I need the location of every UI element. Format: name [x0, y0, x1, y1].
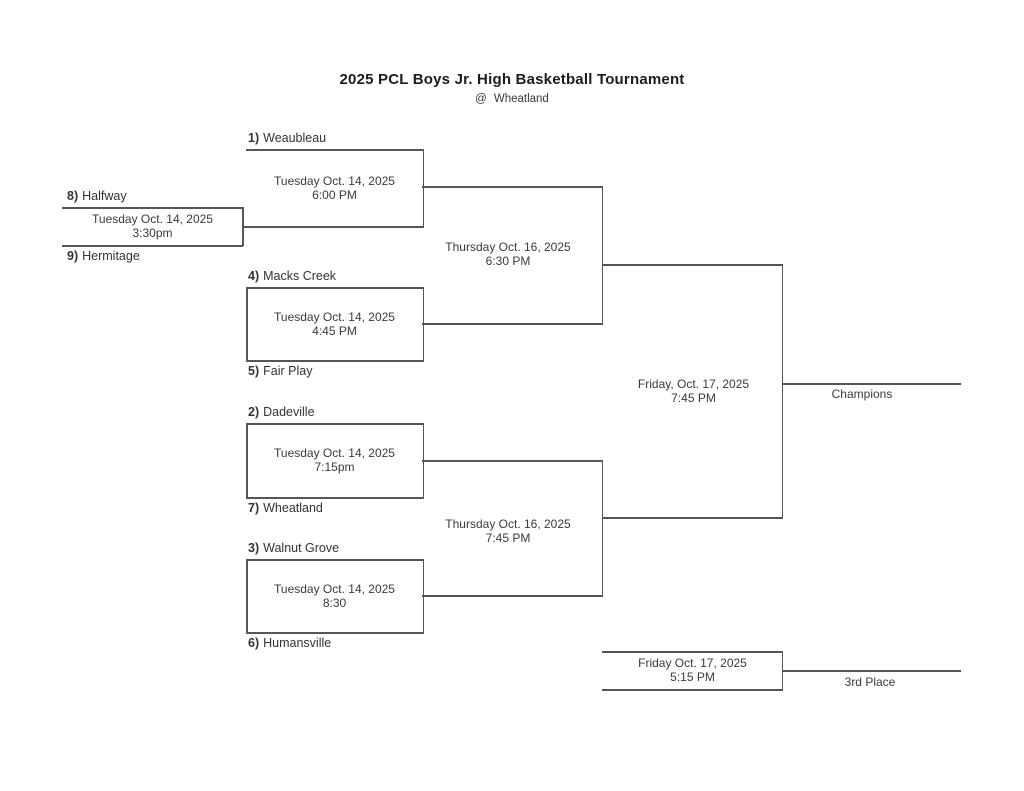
game-time: 6:00 PM — [312, 188, 357, 202]
team-label-fair-play: 5)Fair Play — [248, 364, 312, 379]
line-qf1-right-connector — [422, 149, 424, 227]
team-label-hermitage: 9)Hermitage — [67, 249, 140, 264]
game-third-schedule: Friday Oct. 17, 2025 5:15 PM — [602, 656, 783, 684]
team-seed: 3) — [248, 541, 260, 555]
team-seed: 8) — [67, 189, 79, 203]
page-title: 2025 PCL Boys Jr. High Basketball Tourna… — [339, 71, 685, 88]
team-seed: 9) — [67, 249, 79, 263]
line-qf4-left-connector — [246, 559, 248, 632]
team-seed: 2) — [248, 405, 260, 419]
line-playin-winner — [242, 226, 424, 228]
line-semi2-winner — [601, 517, 783, 519]
line-champion-winner — [781, 383, 961, 385]
line-qf4-top-slot — [246, 559, 424, 561]
game-time: 5:15 PM — [670, 670, 715, 684]
game-qf3-schedule: Tuesday Oct. 14, 2025 7:15pm — [246, 446, 423, 474]
game-time: 4:45 PM — [312, 324, 357, 338]
team-label-weaubleau: 1)Weaubleau — [248, 131, 326, 146]
line-qf2-bottom-slot — [246, 360, 424, 362]
line-third-winner — [781, 670, 961, 672]
line-qf3-top-slot — [246, 423, 424, 425]
line-playin-top-slot — [62, 207, 243, 209]
game-date: Friday, Oct. 17, 2025 — [637, 377, 750, 391]
game-qf1-schedule: Tuesday Oct. 14, 2025 6:00 PM — [246, 174, 423, 202]
game-date: Thursday Oct. 16, 2025 — [445, 240, 571, 254]
team-label-dadeville: 2)Dadeville — [248, 405, 315, 420]
game-time: 7:45 PM — [671, 391, 716, 405]
line-playin-bottom-slot — [62, 245, 243, 247]
game-date: Tuesday Oct. 14, 2025 — [274, 174, 395, 188]
team-name: Weaubleau — [263, 131, 327, 145]
team-seed: 7) — [248, 501, 260, 515]
line-qf4-winner — [422, 595, 603, 597]
line-qf2-top-slot — [246, 287, 424, 289]
at-symbol: @ — [475, 93, 487, 105]
team-name: Hermitage — [82, 249, 140, 263]
team-label-halfway: 8)Halfway — [67, 189, 127, 204]
game-time: 6:30 PM — [485, 254, 531, 268]
line-qf1-winner — [422, 186, 603, 188]
team-name: Fair Play — [263, 364, 313, 378]
game-time: 7:15pm — [314, 460, 355, 474]
team-label-walnut-grove: 3)Walnut Grove — [248, 541, 339, 556]
game-date: Friday Oct. 17, 2025 — [638, 656, 747, 670]
game-date: Tuesday Oct. 14, 2025 — [274, 446, 395, 460]
game-time: 8:30 — [322, 596, 347, 610]
team-label-macks-creek: 4)Macks Creek — [248, 269, 336, 284]
game-semi1-schedule: Thursday Oct. 16, 2025 6:30 PM — [420, 240, 596, 268]
line-qf3-bottom-slot — [246, 497, 424, 499]
game-date: Tuesday Oct. 14, 2025 — [92, 212, 213, 226]
team-name: Walnut Grove — [263, 541, 340, 555]
team-label-humansville: 6)Humansville — [248, 636, 331, 651]
game-time: 7:45 PM — [485, 531, 531, 545]
team-label-wheatland: 7)Wheatland — [248, 501, 323, 516]
team-seed: 5) — [248, 364, 260, 378]
team-name: Halfway — [82, 189, 127, 203]
line-third-top-slot — [602, 651, 783, 653]
line-qf1-top-slot — [246, 149, 424, 151]
line-qf4-bottom-slot — [246, 632, 424, 634]
game-playin-schedule: Tuesday Oct. 14, 2025 3:30pm — [62, 212, 243, 240]
game-semi2-schedule: Thursday Oct. 16, 2025 7:45 PM — [420, 517, 596, 545]
team-name: Wheatland — [263, 501, 323, 515]
game-time: 3:30pm — [132, 226, 173, 240]
line-third-bottom-slot — [602, 689, 783, 691]
team-seed: 4) — [248, 269, 260, 283]
team-name: Humansville — [263, 636, 332, 650]
team-seed: 1) — [248, 131, 260, 145]
game-date: Tuesday Oct. 14, 2025 — [274, 582, 395, 596]
line-final-connector — [781, 264, 783, 519]
line-qf3-left-connector — [246, 423, 248, 497]
page-subtitle: @ Wheatland — [0, 93, 1024, 105]
third-place-label: 3rd Place — [844, 675, 896, 689]
line-semi2-connector — [601, 460, 603, 597]
game-qf2-schedule: Tuesday Oct. 14, 2025 4:45 PM — [246, 310, 423, 338]
line-qf2-left-connector — [246, 287, 248, 360]
team-seed: 6) — [248, 636, 260, 650]
line-qf2-winner — [422, 323, 603, 325]
champions-label: Champions — [831, 387, 893, 401]
host-location: Wheatland — [493, 93, 549, 105]
game-qf4-schedule: Tuesday Oct. 14, 2025 8:30 — [246, 582, 423, 610]
team-name: Macks Creek — [263, 269, 337, 283]
game-date: Thursday Oct. 16, 2025 — [445, 517, 571, 531]
game-date: Tuesday Oct. 14, 2025 — [274, 310, 395, 324]
game-final-schedule: Friday, Oct. 17, 2025 7:45 PM — [605, 377, 782, 405]
team-name: Dadeville — [263, 405, 315, 419]
line-semi1-connector — [601, 186, 603, 324]
line-semi1-winner — [601, 264, 783, 266]
line-qf3-winner — [422, 460, 603, 462]
